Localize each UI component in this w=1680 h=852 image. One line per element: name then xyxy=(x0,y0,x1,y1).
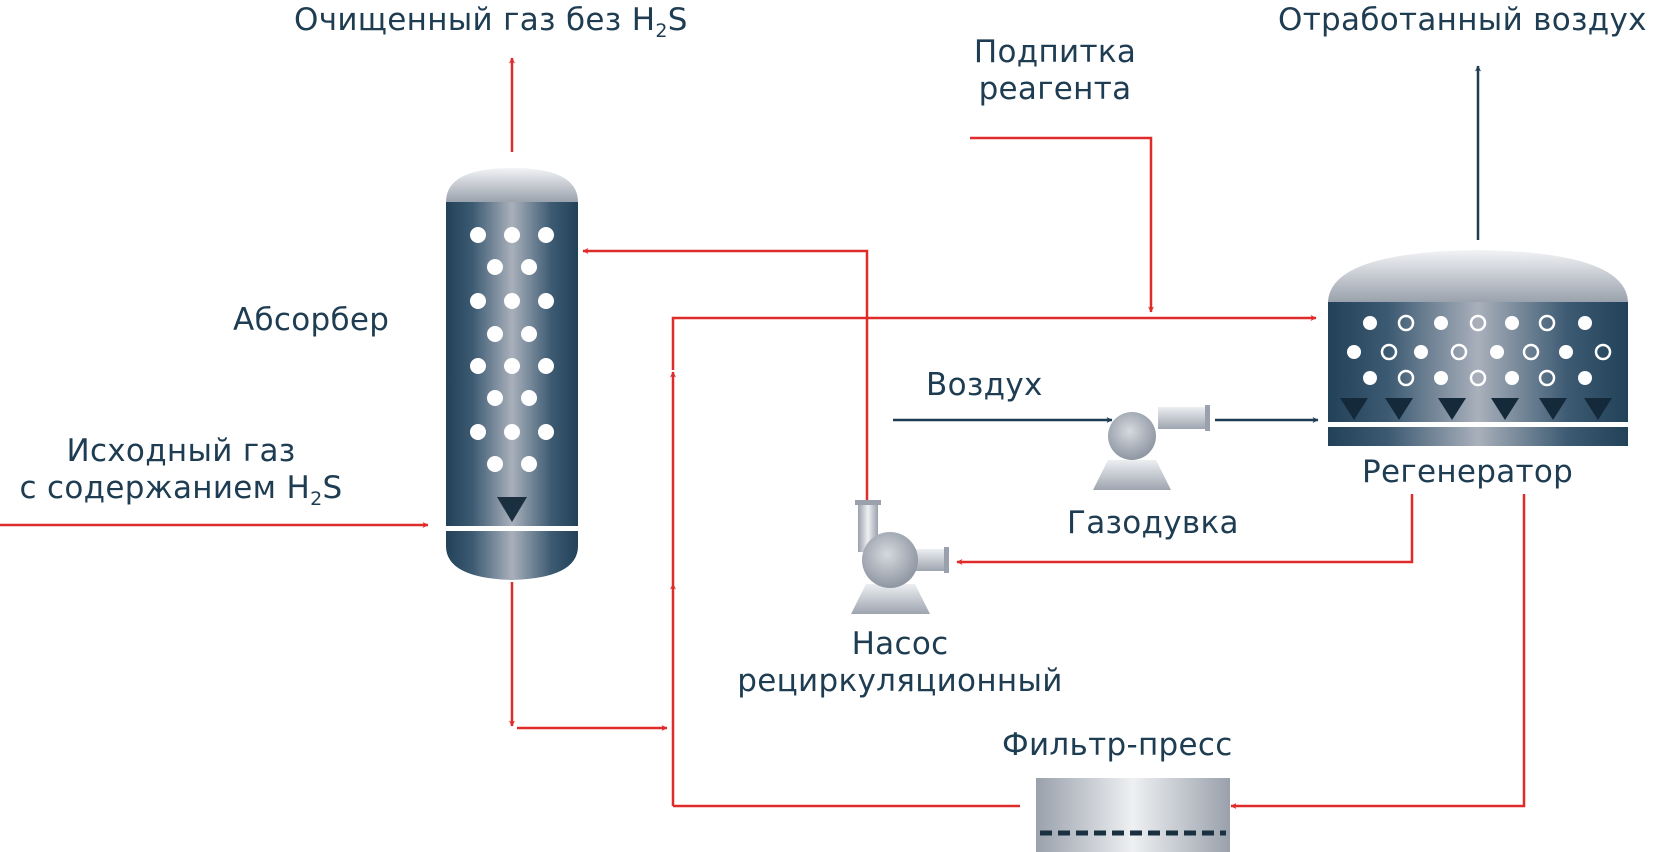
regenerator-base xyxy=(1328,427,1628,446)
feed-gas-label-line2: с содержанием H2S xyxy=(19,470,343,511)
reagent-makeup-label-line1: Подпитка xyxy=(973,34,1137,70)
absorber-bottom-head xyxy=(446,531,578,580)
pump-outlet-flange xyxy=(944,547,949,573)
absorber-column-icon xyxy=(446,168,578,580)
filter-press-label: Фильтр-пресс xyxy=(1002,727,1233,763)
pump-inlet-flange xyxy=(855,500,881,505)
liquid-streams xyxy=(0,57,1526,809)
blower-stand xyxy=(1093,460,1171,490)
regenerator-dome xyxy=(1328,250,1628,302)
pump-icon xyxy=(851,500,949,614)
gas-streams xyxy=(893,65,1481,423)
blower-housing xyxy=(1108,412,1156,460)
feed-gas-label-line1: Исходный газ xyxy=(66,433,296,469)
regenerator-sparger-nozzles xyxy=(1340,398,1612,420)
spent-air-label: Отработанный воздух xyxy=(1278,2,1647,38)
air-label: Воздух xyxy=(926,367,1043,403)
blower-label: Газодувка xyxy=(1067,505,1239,541)
pump-label-line2: рециркуляционный xyxy=(737,663,1063,700)
pump-stand xyxy=(851,584,930,614)
reagent-makeup-label: Подпитка реагента xyxy=(955,34,1155,108)
pump-to-absorber-stream xyxy=(582,248,869,500)
filter-press-icon xyxy=(1036,778,1230,852)
absorber-packing xyxy=(470,227,554,472)
recycle-to-regenerator-stream xyxy=(671,315,1317,370)
regenerator-label: Регенератор xyxy=(1362,454,1574,490)
pump-housing xyxy=(862,532,918,588)
regenerator-tray xyxy=(1328,422,1628,427)
pump-label: Насос рециркуляционный xyxy=(700,626,1100,700)
blower-outlet-pipe xyxy=(1158,407,1208,429)
regenerator-filled-bubbles xyxy=(1347,316,1592,385)
clean-gas-label: Очищенный газ без H2S xyxy=(294,2,688,42)
absorber-label: Абсорбер xyxy=(233,302,390,338)
absorber-nozzle-icon xyxy=(497,497,527,522)
reagent-makeup-label-line2: реагента xyxy=(978,71,1132,108)
blower-icon xyxy=(1093,405,1210,490)
blower-outlet-flange xyxy=(1205,405,1210,431)
regenerator-tank-icon xyxy=(1328,250,1628,446)
regenerator-shell xyxy=(1328,302,1628,422)
absorber-tray xyxy=(446,526,578,531)
filter-press-body xyxy=(1036,778,1230,852)
absorber-top-cap xyxy=(446,168,578,202)
regenerator-to-pump-stream xyxy=(956,494,1414,565)
feed-gas-label: Исходный газ с содержанием H2S xyxy=(0,433,362,511)
reagent-makeup-stream xyxy=(970,136,1154,313)
regenerator-hollow-bubbles xyxy=(1380,314,1612,387)
pump-label-line1: Насос xyxy=(851,626,949,662)
regenerator-to-filter-stream xyxy=(1230,494,1526,809)
